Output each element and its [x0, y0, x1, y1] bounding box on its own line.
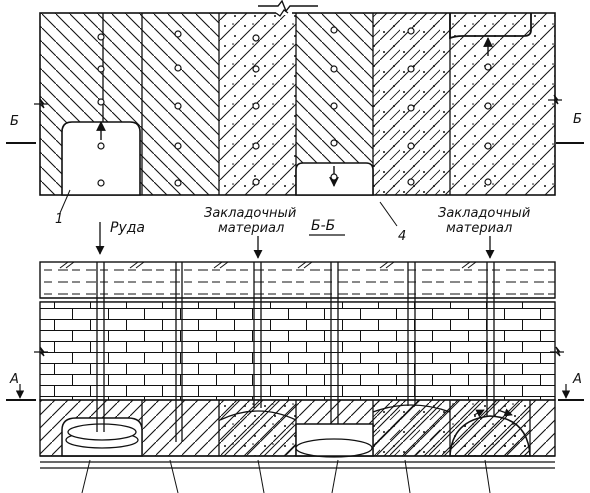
label-fill-left-1: Закладочный	[204, 206, 296, 221]
label-num-4: 4	[398, 229, 406, 244]
lower-fill-block-1	[219, 400, 296, 456]
middle-labels: 1 Руда Закладочный материал Б-Б 4 Заклад…	[55, 189, 530, 259]
section-view: А А	[6, 261, 584, 493]
label-section: Б-Б	[311, 218, 335, 234]
drill-holes	[97, 26, 492, 187]
label-fill-left-2: материал	[218, 221, 284, 236]
break-mark-left	[34, 98, 48, 109]
plan-fill-zone-2	[373, 13, 450, 195]
label-ore: Руда	[110, 220, 145, 236]
plan-fill-zone-3	[450, 13, 555, 195]
shafts	[96, 262, 495, 442]
plan-view: Б Б	[6, 0, 584, 196]
cut-a-left-label: А	[9, 372, 19, 387]
label-fill-right-1: Закладочный	[438, 206, 530, 221]
label-fill-right-2: материал	[446, 221, 512, 236]
cut-a-right-label: А	[572, 372, 582, 387]
cut-b-right-label: Б	[573, 112, 582, 127]
top-soil-layer	[39, 261, 556, 299]
section-fill-dome	[449, 415, 531, 457]
chamber-1	[61, 121, 141, 196]
break-mark-top	[258, 0, 318, 13]
chamber-upper-right	[449, 13, 532, 40]
lower-fill-block-2	[373, 400, 450, 456]
break-mark-right	[548, 94, 562, 105]
label-num-1: 1	[55, 212, 63, 227]
brick-rock-layer	[39, 301, 556, 401]
cut-b-left-label: Б	[10, 114, 19, 129]
